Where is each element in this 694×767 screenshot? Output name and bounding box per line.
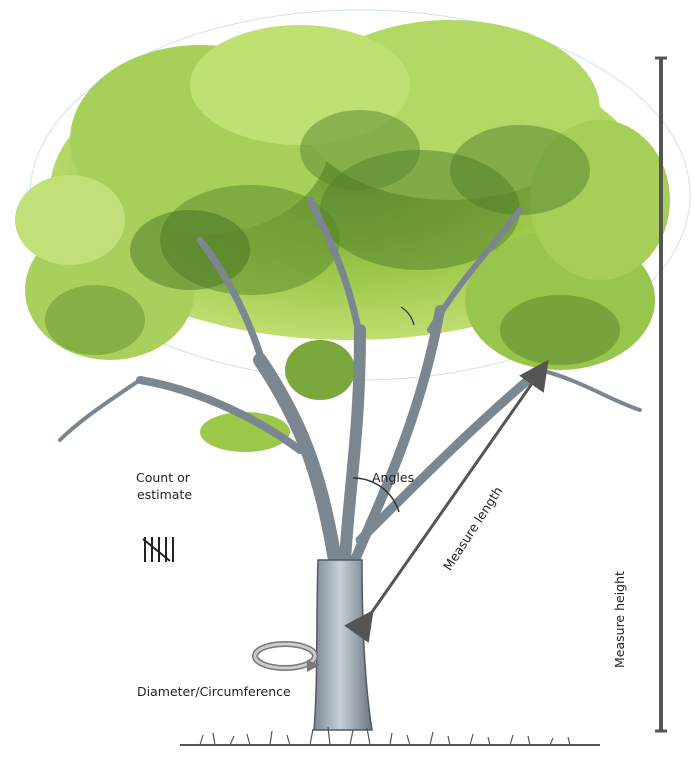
tally-marks-icon (143, 537, 173, 562)
diameter-label: Diameter/Circumference (137, 684, 291, 700)
tree-foliage (15, 20, 670, 452)
grass (180, 727, 600, 745)
angles-label: Angles (372, 470, 414, 486)
circumference-arrow-icon (255, 644, 320, 672)
count-label-line2: estimate (137, 487, 192, 503)
measure-height-label: Measure height (612, 571, 628, 668)
count-label-line1: Count or (136, 470, 190, 486)
tree-trunk (314, 560, 372, 730)
